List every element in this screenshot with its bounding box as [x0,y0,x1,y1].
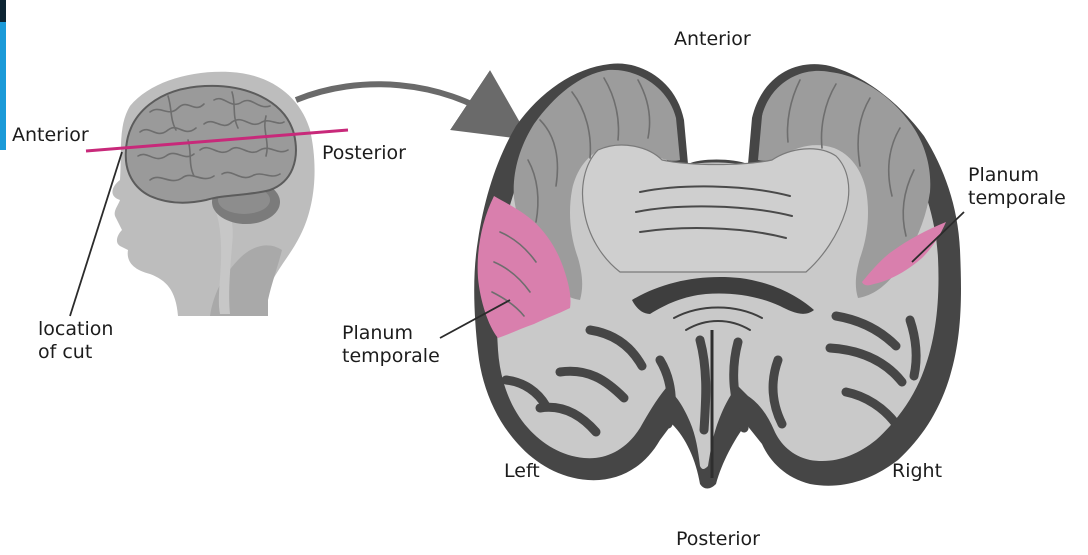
section-anterior-label: Anterior [674,28,751,51]
arrow-to-section [296,84,500,120]
cut-leader-line [70,152,122,316]
head-anterior-label: Anterior [12,124,89,147]
section-posterior-label: Posterior [676,528,760,551]
location-of-cut-label: location of cut [38,318,113,364]
section-left-label: Left [504,460,540,483]
planum-temporale-right-label: Planum temporale [968,164,1066,210]
head-brain [126,86,296,203]
planum-temporale-left-label: Planum temporale [342,322,440,368]
head-posterior-label: Posterior [322,142,406,165]
brain-section [440,63,964,488]
head-illustration [70,72,348,316]
central-white-matter [583,145,849,272]
section-right-label: Right [892,460,942,483]
